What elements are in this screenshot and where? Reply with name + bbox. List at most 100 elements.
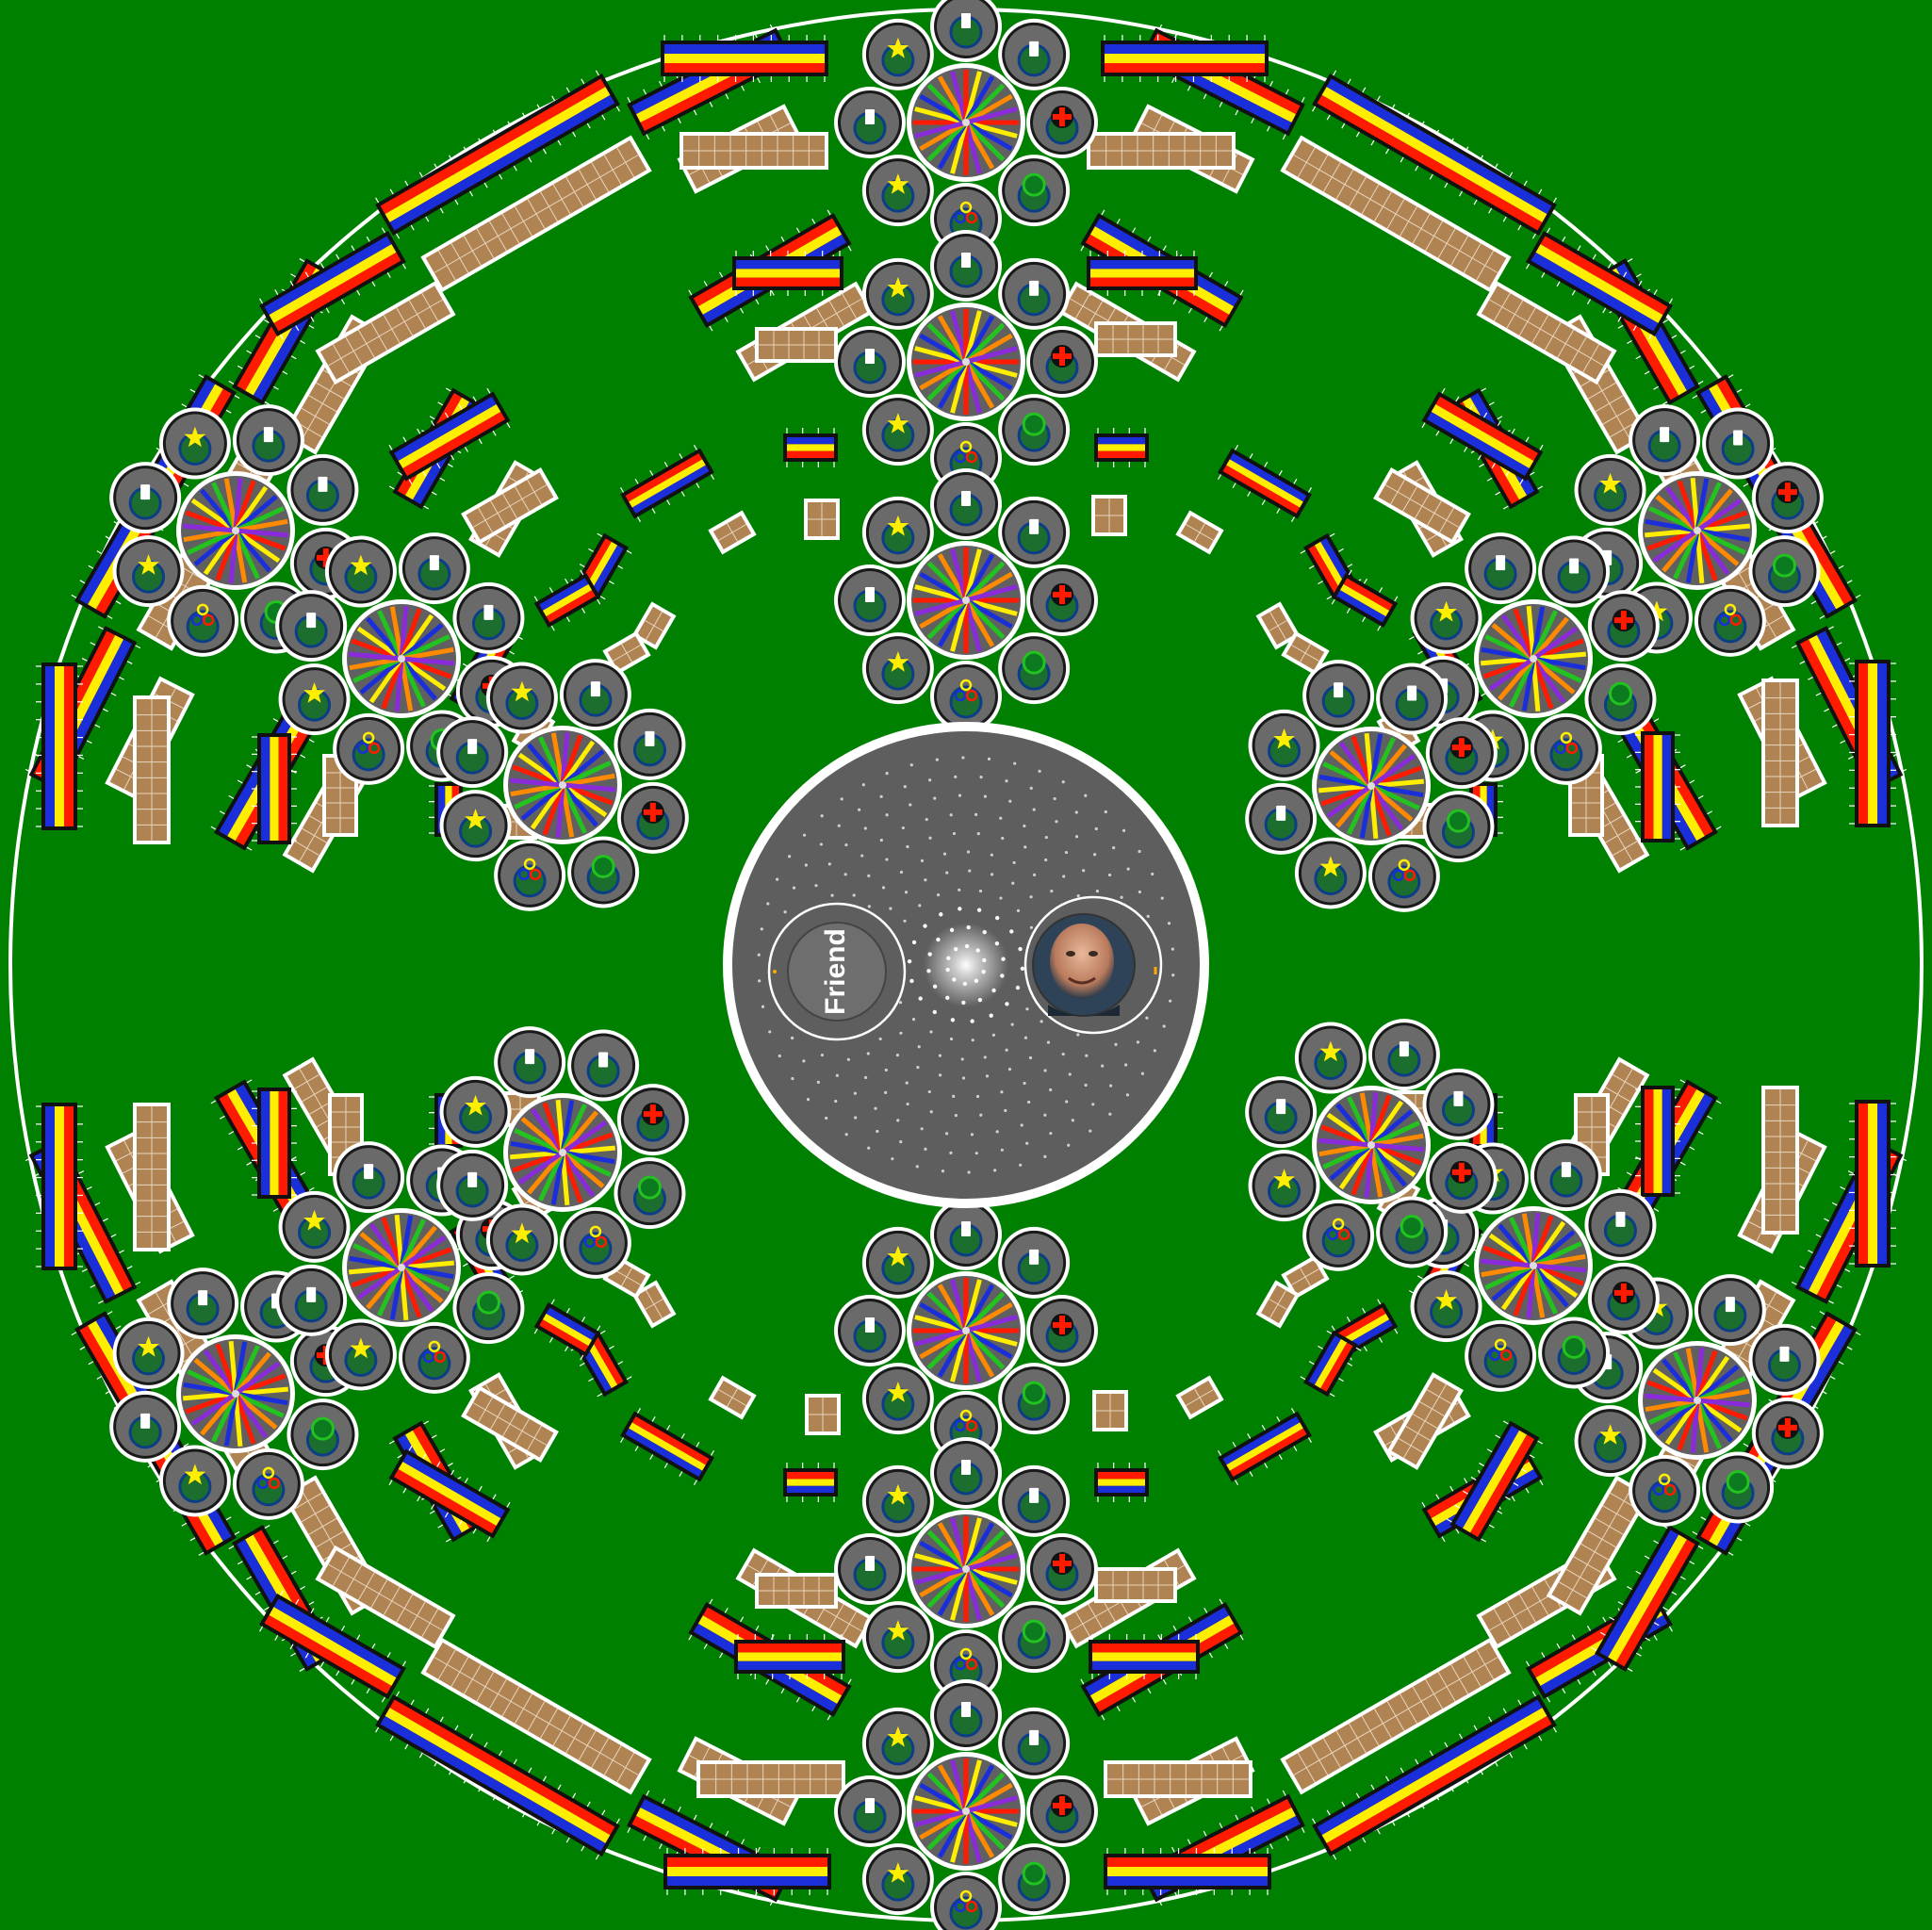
seat[interactable] [1302, 660, 1374, 731]
seat[interactable] [486, 662, 558, 734]
seat[interactable] [998, 19, 1070, 90]
seat[interactable] [998, 1363, 1070, 1434]
seat[interactable] [1702, 1451, 1774, 1523]
seat[interactable] [1026, 1775, 1098, 1847]
seat[interactable] [862, 1227, 934, 1299]
seat[interactable] [862, 497, 934, 568]
seat[interactable] [1531, 713, 1602, 785]
seat[interactable] [1538, 536, 1610, 608]
seat[interactable] [930, 230, 1002, 302]
seat[interactable] [862, 1465, 934, 1537]
seat[interactable] [1575, 1405, 1646, 1477]
seat[interactable] [614, 709, 685, 780]
seat[interactable] [998, 1843, 1070, 1915]
seat[interactable] [1368, 841, 1440, 912]
seat[interactable] [862, 1708, 934, 1779]
friend-seat[interactable]: Friend [769, 904, 905, 1039]
seat[interactable] [452, 1272, 524, 1344]
seat[interactable] [1026, 564, 1098, 636]
seat[interactable] [333, 1141, 404, 1213]
seat[interactable] [834, 1775, 906, 1847]
seat[interactable] [279, 1191, 351, 1263]
seat[interactable] [113, 535, 185, 607]
seat[interactable] [1575, 454, 1646, 526]
seat[interactable] [1588, 1263, 1660, 1334]
seat[interactable] [1026, 87, 1098, 158]
seat[interactable] [1026, 1295, 1098, 1366]
seat[interactable] [862, 1843, 934, 1915]
seat[interactable] [159, 1445, 231, 1516]
seat[interactable] [560, 659, 631, 730]
seat[interactable] [1465, 1320, 1536, 1392]
seat[interactable] [1026, 326, 1098, 398]
seat[interactable] [233, 1448, 304, 1520]
seat[interactable] [1245, 1076, 1317, 1148]
seat[interactable] [287, 454, 358, 526]
seat[interactable] [1249, 710, 1320, 781]
seat[interactable] [1368, 1019, 1440, 1090]
seat[interactable] [834, 87, 906, 158]
seat[interactable] [862, 258, 934, 330]
seat[interactable] [1422, 791, 1494, 862]
seat[interactable] [930, 468, 1002, 540]
seat[interactable] [1376, 1196, 1448, 1268]
seat[interactable] [1695, 1274, 1766, 1346]
seat[interactable] [1245, 783, 1317, 855]
seat[interactable] [834, 564, 906, 636]
seat[interactable] [862, 155, 934, 226]
seat[interactable] [930, 661, 1002, 732]
seat[interactable] [834, 326, 906, 398]
seat[interactable] [862, 19, 934, 90]
seat[interactable] [617, 782, 689, 854]
seat[interactable] [436, 716, 508, 788]
seat[interactable] [167, 585, 238, 657]
seat[interactable] [998, 155, 1070, 226]
seat[interactable] [1026, 1533, 1098, 1605]
seat[interactable] [1748, 1324, 1820, 1396]
seat[interactable] [279, 663, 351, 735]
seat[interactable] [436, 1150, 508, 1221]
seat[interactable] [998, 394, 1070, 466]
seat[interactable] [834, 1295, 906, 1366]
seat[interactable] [998, 1708, 1070, 1779]
seat[interactable] [452, 582, 524, 654]
seat[interactable] [998, 497, 1070, 568]
seat[interactable] [1426, 717, 1498, 789]
seat[interactable] [1531, 1139, 1602, 1211]
seat[interactable] [1295, 837, 1367, 908]
seat[interactable] [930, 1679, 1002, 1751]
seat[interactable] [1629, 1455, 1700, 1527]
seat[interactable] [862, 1601, 934, 1673]
seat[interactable] [167, 1268, 238, 1339]
seat[interactable] [1538, 1317, 1610, 1388]
seat[interactable] [998, 632, 1070, 704]
seat[interactable] [1584, 663, 1656, 735]
seat[interactable] [617, 1084, 689, 1155]
seat[interactable] [1702, 408, 1774, 480]
seat[interactable] [998, 1601, 1070, 1673]
seat[interactable] [113, 1317, 185, 1389]
seat[interactable] [109, 462, 181, 533]
seat[interactable] [333, 713, 404, 785]
seat[interactable] [325, 536, 397, 608]
seat[interactable] [1752, 1398, 1824, 1469]
seat[interactable] [998, 1227, 1070, 1299]
seat[interactable] [1411, 582, 1482, 654]
seat[interactable] [494, 1026, 565, 1098]
seat[interactable] [325, 1318, 397, 1390]
seat[interactable] [998, 258, 1070, 330]
seat[interactable] [834, 1533, 906, 1605]
seat[interactable] [1249, 1150, 1320, 1221]
seat[interactable] [109, 1391, 181, 1463]
seat[interactable] [1748, 535, 1820, 607]
seat[interactable] [1422, 1069, 1494, 1140]
seat[interactable] [1302, 1200, 1374, 1271]
seat[interactable] [494, 840, 565, 911]
seat[interactable] [486, 1203, 558, 1275]
seat[interactable] [930, 1437, 1002, 1509]
seat[interactable] [440, 1076, 512, 1148]
seat[interactable] [275, 1265, 347, 1336]
seat[interactable] [567, 1030, 639, 1102]
seat[interactable] [1629, 404, 1700, 476]
seat[interactable] [287, 1398, 358, 1470]
